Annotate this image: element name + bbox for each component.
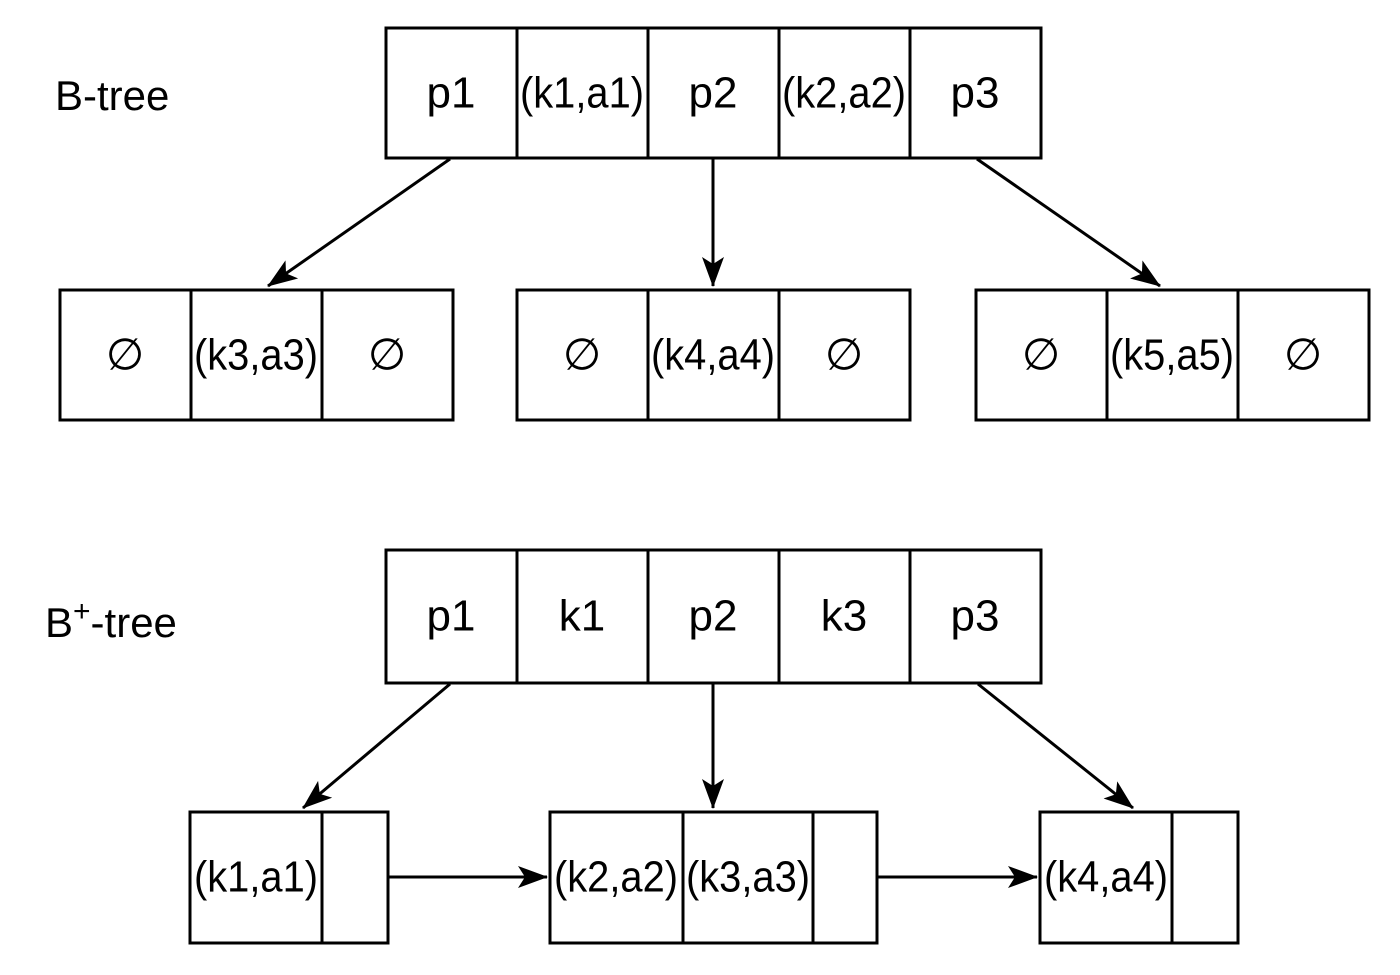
bplustree-root-p1-label: p1 (427, 592, 476, 641)
bplustree-leaf2-cell-empty (811, 810, 879, 945)
bplustree-leaf3-cell-empty (1170, 810, 1240, 945)
bplustree-leaf-node-2: (k2,a2) (k3,a3) (548, 810, 879, 945)
bplustree-arrow-p1-to-leaf1 (302, 682, 451, 810)
btree-child1-null2-label: ∅ (368, 331, 406, 380)
bplustree-leaf1-k1a1-label: (k1,a1) (194, 853, 318, 902)
bplustree-root-cell-p1 (384, 548, 519, 685)
btree-child2-cell-null2 (777, 288, 912, 422)
btree-root-node: p1 (k1,a1) p2 (k2,a2) p3 (384, 26, 1043, 160)
btree-child-node-1: ∅ (k3,a3) ∅ (58, 288, 455, 422)
btree-child1-cell-null2 (320, 288, 455, 422)
bplustree-root-cell-k1 (515, 548, 650, 685)
btree-child3-cell-null1 (974, 288, 1109, 422)
bplustree-label-rest: -tree (91, 599, 177, 646)
btree-root-cell-k2a2-label: (k2,a2) (782, 69, 906, 118)
btree-child-node-2: ∅ (k4,a4) ∅ (515, 288, 912, 422)
btree-child2-null1-label: ∅ (563, 331, 601, 380)
bplustree-leaf2-cell-k2a2 (548, 810, 685, 945)
btree-root-cell-p2 (646, 26, 781, 160)
bplustree-leaf3-cell-k4a4 (1038, 810, 1174, 945)
bplustree-arrow-p3-to-leaf3 (977, 682, 1134, 810)
bplustree-root-cell-p2 (646, 548, 781, 685)
btree-child1-null1-label: ∅ (106, 331, 144, 380)
bplustree-leaf-node-1: (k1,a1) (188, 810, 390, 945)
btree-root-cell-k1a1 (515, 26, 650, 160)
btree-child3-null1-label: ∅ (1022, 331, 1060, 380)
btree-child2-null2-label: ∅ (825, 331, 863, 380)
bplustree-leaf1-cell-k1a1 (188, 810, 324, 945)
bplustree-root-cell-p3 (908, 548, 1043, 685)
btree-root-cell-p2-label: p2 (689, 69, 738, 118)
btree-root-cell-p1-label: p1 (427, 69, 476, 118)
btree-child1-k3a3-label: (k3,a3) (194, 331, 318, 380)
bplustree-label-superscript: + (73, 595, 91, 628)
bplustree-root-cell-k3 (777, 548, 912, 685)
btree-child2-cell-null1 (515, 288, 650, 422)
btree-child3-cell-k5a5 (1105, 288, 1240, 422)
bplustree-root-k3-label: k3 (821, 592, 867, 641)
bplustree-root-k1-label: k1 (559, 592, 605, 641)
btree-root-cell-k1a1-label: (k1,a1) (520, 69, 644, 118)
bplustree-root-p2-label: p2 (689, 592, 738, 641)
bplustree-section: B+-tree p1 k1 p2 k3 p3 (k1,a1) (k2,a2) (45, 548, 1240, 945)
bplustree-leaf2-k3a3-label: (k3,a3) (686, 853, 810, 902)
bplustree-leaf-node-3: (k4,a4) (1038, 810, 1240, 945)
btree-child-node-3: ∅ (k5,a5) ∅ (974, 288, 1371, 422)
bplustree-label: B+-tree (45, 595, 177, 646)
btree-child2-cell-k4a4 (646, 288, 781, 422)
bplustree-leaf1-cell-empty (320, 810, 390, 945)
btree-child3-k5a5-label: (k5,a5) (1110, 331, 1234, 380)
btree-child2-k4a4-label: (k4,a4) (651, 331, 775, 380)
btree-arrow-p3-to-child3 (976, 157, 1161, 288)
btree-root-cell-p1 (384, 26, 519, 160)
btree-root-cell-p3 (908, 26, 1043, 160)
btree-child3-cell-null2 (1236, 288, 1371, 422)
btree-root-cell-p3-label: p3 (951, 69, 1000, 118)
btree-child3-null2-label: ∅ (1284, 331, 1322, 380)
btree-label: B-tree (55, 72, 169, 119)
bplustree-leaf3-k4a4-label: (k4,a4) (1044, 853, 1168, 902)
btree-child1-cell-k3a3 (189, 288, 324, 422)
btree-child1-cell-null1 (58, 288, 193, 422)
bplustree-label-base: B (45, 599, 73, 646)
btree-arrow-p1-to-child1 (267, 157, 451, 288)
bplustree-root-p3-label: p3 (951, 592, 1000, 641)
bplustree-leaf2-k2a2-label: (k2,a2) (554, 853, 678, 902)
btree-section: B-tree p1 (k1,a1) p2 (k2,a2) p3 ∅ (k3,a3… (55, 26, 1371, 422)
bplustree-root-node: p1 k1 p2 k3 p3 (384, 548, 1043, 685)
